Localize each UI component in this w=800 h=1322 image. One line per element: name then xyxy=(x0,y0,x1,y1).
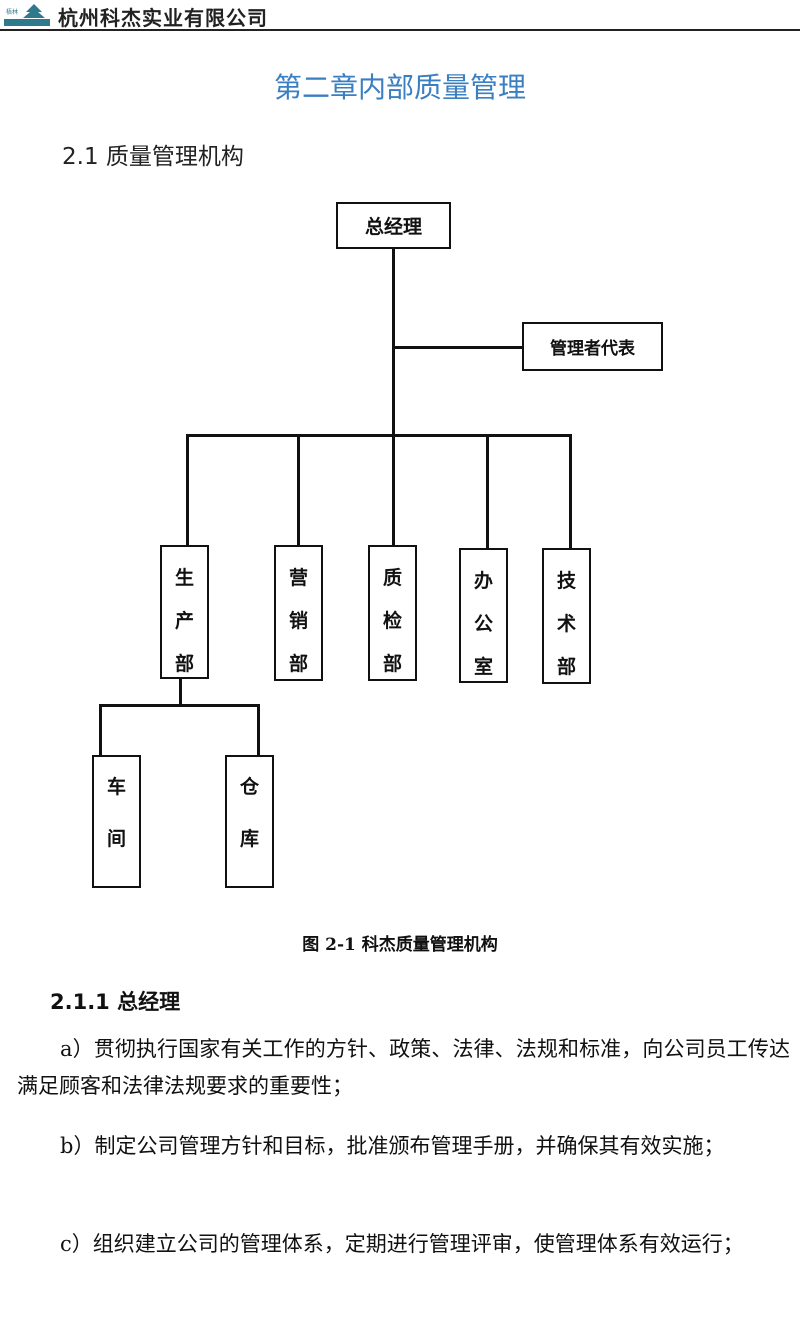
box-char: 销 xyxy=(288,610,308,632)
box-char: 室 xyxy=(473,656,493,678)
box-char: 车 xyxy=(106,776,126,798)
subsection-title: 2.1.1 总经理 xyxy=(50,990,181,1014)
connector-line xyxy=(186,434,572,437)
box-char: 营 xyxy=(288,567,308,589)
box-char: 库 xyxy=(239,828,259,850)
org-box-office: 办 公 室 xyxy=(459,548,508,683)
box-char: 公 xyxy=(473,613,493,635)
figure-caption: 图 2-1 科杰质量管理机构 xyxy=(302,935,498,955)
box-char: 产 xyxy=(174,610,194,632)
company-logo: 梧林 xyxy=(4,4,50,26)
org-box-workshop: 车 间 xyxy=(92,755,141,888)
org-box-qc-dept: 质 检 部 xyxy=(368,545,417,681)
svg-text:梧林: 梧林 xyxy=(6,8,18,16)
box-char: 部 xyxy=(556,656,576,678)
box-char: 仓 xyxy=(239,776,259,798)
box-char: 办 xyxy=(473,570,493,592)
connector-line xyxy=(392,434,395,546)
org-box-management-representative: 管理者代表 xyxy=(522,322,663,371)
connector-line xyxy=(257,704,260,756)
org-box-warehouse: 仓 库 xyxy=(225,755,274,888)
box-char: 生 xyxy=(174,567,194,589)
org-box-general-manager: 总经理 xyxy=(336,202,451,249)
box-char: 部 xyxy=(288,653,308,675)
org-box-tech-dept: 技 术 部 xyxy=(542,548,591,684)
paragraph: a）贯彻执行国家有关工作的方针、政策、法律、法规和标准，向公司员工传达满足顾客和… xyxy=(17,1037,790,1098)
connector-line xyxy=(186,434,189,546)
chapter-title: 第二章内部质量管理 xyxy=(273,71,526,104)
header-divider xyxy=(0,29,800,31)
connector-line xyxy=(486,434,489,549)
connector-line xyxy=(99,704,102,756)
paragraph: c）组织建立公司的管理体系，定期进行管理评审，使管理体系有效运行； xyxy=(60,1232,744,1256)
box-char: 部 xyxy=(382,653,402,675)
box-char: 质 xyxy=(382,567,402,589)
connector-line xyxy=(99,704,260,707)
box-char: 部 xyxy=(174,653,194,675)
connector-line xyxy=(393,346,523,349)
company-name: 杭州科杰实业有限公司 xyxy=(58,6,268,30)
org-box-sales-dept: 营 销 部 xyxy=(274,545,323,681)
section-title: 2.1 质量管理机构 xyxy=(62,144,244,170)
connector-line xyxy=(297,434,300,546)
box-char: 术 xyxy=(556,613,576,635)
connector-line xyxy=(179,678,182,706)
org-box-production-dept: 生 产 部 xyxy=(160,545,209,679)
box-char: 间 xyxy=(106,828,126,850)
connector-line xyxy=(392,248,395,436)
connector-line xyxy=(569,434,572,549)
paragraph: b）制定公司管理方针和目标，批准颁布管理手册，并确保其有效实施； xyxy=(60,1134,725,1158)
box-char: 检 xyxy=(382,610,402,632)
box-char: 技 xyxy=(556,570,576,592)
